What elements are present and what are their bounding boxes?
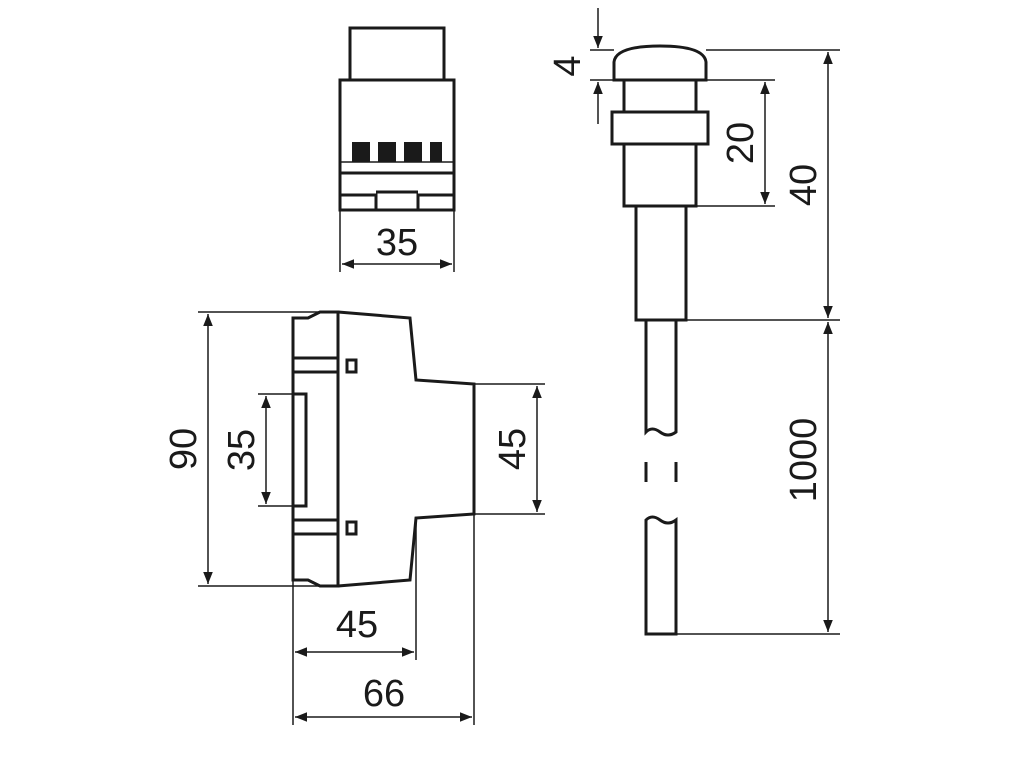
side-view-housing xyxy=(337,310,476,588)
probe-cap xyxy=(612,44,708,82)
side-view: 90 35 45 45 66 xyxy=(163,310,545,725)
cable-lower xyxy=(644,515,678,636)
side-view-body xyxy=(291,310,340,588)
cable-length-label: 1000 xyxy=(783,418,825,503)
probe-neck xyxy=(622,78,698,114)
top-view-cover xyxy=(348,26,446,82)
cap-height-label: 4 xyxy=(547,55,589,76)
din-rail xyxy=(293,392,308,508)
dimension-side-height: 90 xyxy=(163,311,320,587)
dimension-collar-height: 20 xyxy=(696,79,775,207)
dimension-cap-height: 4 xyxy=(547,8,624,124)
front-height-label: 45 xyxy=(492,428,534,470)
probe-collar xyxy=(610,110,710,146)
dimension-body-height: 40 xyxy=(686,49,840,321)
dimension-total-depth: 66 xyxy=(292,514,475,725)
rail-height-label: 35 xyxy=(221,429,263,471)
upper-clip xyxy=(345,358,358,374)
top-width-label: 35 xyxy=(376,222,418,264)
lower-clip xyxy=(345,520,358,536)
probe-body xyxy=(622,142,698,208)
dimension-top-width: 35 xyxy=(339,210,455,272)
probe-tube xyxy=(634,204,688,322)
front-depth-label: 45 xyxy=(336,604,378,646)
top-view: 35 xyxy=(338,26,456,272)
side-height-label: 90 xyxy=(163,428,205,470)
terminal-block xyxy=(340,142,454,175)
total-depth-label: 66 xyxy=(363,673,405,715)
collar-height-label: 20 xyxy=(720,122,762,164)
dimension-cable-length: 1000 xyxy=(676,322,840,635)
cable-upper xyxy=(644,320,678,437)
top-view-rail-slot xyxy=(340,190,454,210)
probe: 4 20 40 1000 xyxy=(547,8,840,636)
dimension-rail-height: 35 xyxy=(221,393,306,507)
dimension-front-depth: 45 xyxy=(295,518,417,660)
top-view-body xyxy=(338,78,456,212)
body-height-label: 40 xyxy=(783,164,825,206)
dimension-front-height: 45 xyxy=(474,383,545,515)
